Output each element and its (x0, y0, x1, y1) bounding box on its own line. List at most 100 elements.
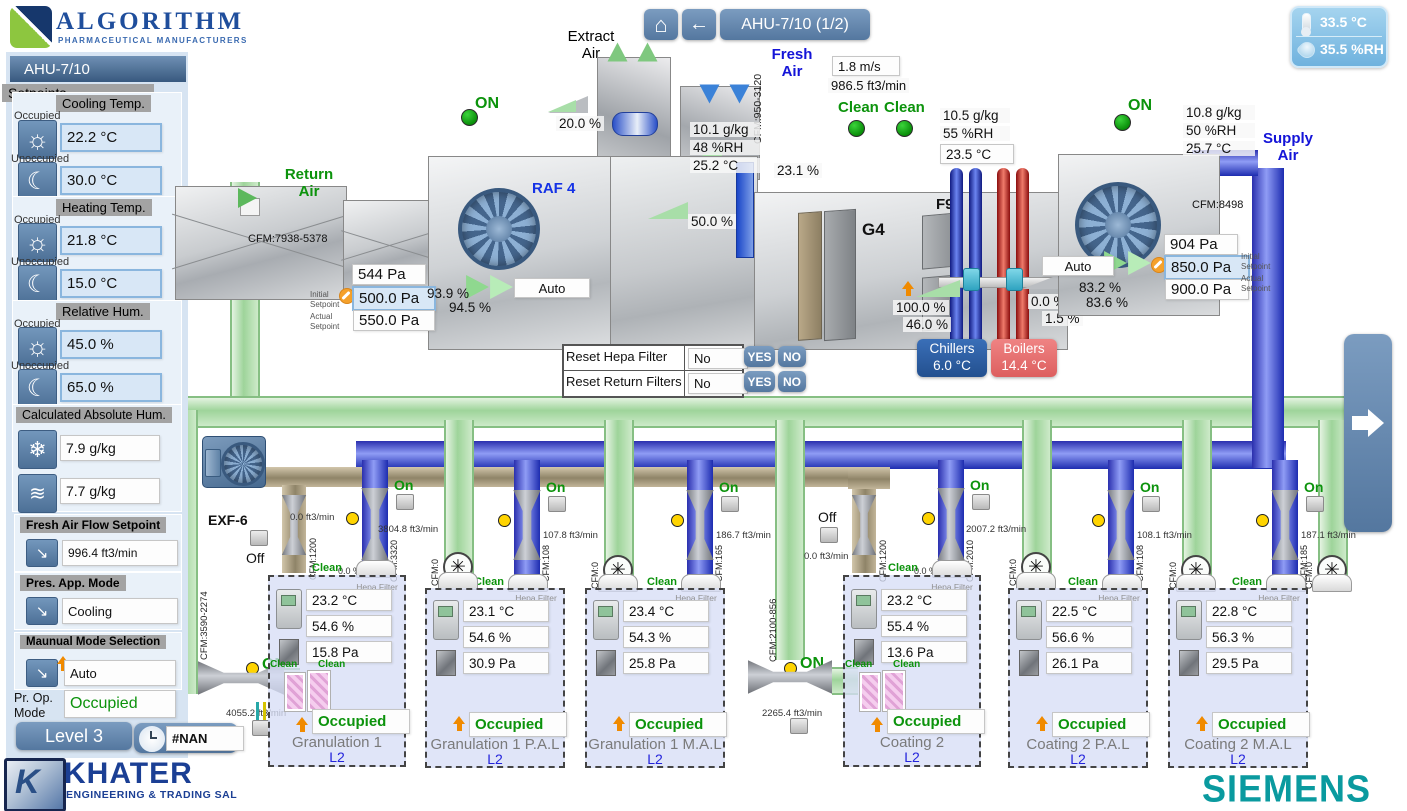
manual-mode-value[interactable]: Auto (64, 660, 176, 686)
khater-logo-icon: K (4, 758, 66, 811)
fresh-air-label: Fresh Air (771, 46, 813, 80)
reset-row-1-label: Reset Hepa Filter (566, 349, 668, 364)
occupancy-arrow-icon (296, 711, 308, 732)
hepa-clean-status: Clean (1068, 576, 1098, 588)
setpoint-icon[interactable]: ↘ (26, 659, 58, 687)
exhaust-main-pipe (258, 467, 890, 487)
zone-occupancy[interactable]: Occupied (629, 712, 727, 737)
chw-pipe (969, 168, 982, 346)
extract-damper-position: 20.0 % (556, 116, 605, 131)
manual-mode-label: Maunual Mode Selection (20, 635, 167, 649)
zone-coating-2: Hepa Filter H14 23.2 °C 55.4 % 13.6 Pa C… (843, 575, 985, 767)
room-thermostat-icon (276, 589, 302, 629)
supply-fan-feedback: 83.6 % (1086, 295, 1129, 310)
zone-temp: 22.5 °C (1046, 600, 1132, 622)
zone1-extract-flow: 0.0 ft3/min (290, 512, 335, 523)
exhaust-fan1-cfm: CFM:3590-2274 (199, 591, 210, 660)
mixing-section (610, 156, 758, 352)
f9-label: F9 (936, 196, 954, 213)
boilers-button[interactable]: Boilers 14.4 °C (991, 339, 1057, 377)
zone-occupancy[interactable]: Occupied (1212, 712, 1310, 737)
next-page-arrow-button[interactable] (1344, 334, 1392, 532)
humidity-unoccupied-setpoint[interactable]: 65.0 % (60, 373, 162, 402)
zone-granulation-1-pal: Hepa Filter H14 23.1 °C 54.6 % 30.9 Pa O… (425, 588, 567, 768)
mixed-rh: 48 %RH (690, 140, 760, 155)
reset-row-1-value[interactable]: No (688, 348, 748, 369)
cooling-unoccupied-setpoint[interactable]: 30.0 °C (60, 166, 162, 195)
fresh-air-setpoint[interactable]: 996.4 ft3/min (62, 540, 178, 566)
return-main-pipe (164, 396, 1350, 428)
zone-occupancy[interactable]: Occupied (469, 712, 567, 737)
zone-name: Coating 2 P.A.L (1026, 736, 1130, 753)
arrow-right-icon (1368, 409, 1398, 437)
heating-unoccupied-setpoint[interactable]: 15.0 °C (60, 269, 162, 298)
zone4-supply-state: On (970, 477, 990, 493)
zone-occupancy[interactable]: Occupied (887, 709, 985, 734)
connector (972, 494, 990, 510)
extract-arrow-icon (607, 42, 628, 62)
zone-occupancy[interactable]: Occupied (312, 709, 410, 734)
supply-pressure-initial-setpoint[interactable]: 850.0 Pa (1164, 255, 1250, 280)
return-fan-mode[interactable]: Auto (514, 278, 590, 298)
connector (250, 530, 268, 546)
green-riser-fan2 (775, 420, 805, 660)
zone3-supply-state: On (719, 479, 739, 495)
cooling-label: Cooling Temp. (56, 95, 151, 112)
filter-clean-status: Clean (893, 659, 921, 670)
zone-level[interactable]: L2 (1230, 751, 1246, 767)
heating-occupied-setpoint[interactable]: 21.8 °C (60, 226, 162, 255)
zone4-extract-state: Off (818, 509, 837, 525)
occupancy-arrow-icon (1036, 710, 1048, 731)
reset-return-no-button[interactable]: NO (778, 371, 806, 392)
exf6-label: EXF-6 (208, 512, 248, 528)
humidity-occupied-setpoint[interactable]: 45.0 % (60, 330, 162, 359)
heating-label: Heating Temp. (56, 199, 152, 216)
pres-mode-value[interactable]: Cooling (62, 598, 178, 624)
zone-level[interactable]: L2 (904, 749, 920, 765)
reset-row-2-value[interactable]: No (688, 373, 748, 394)
override-arrow-icon (57, 650, 69, 671)
zone-level[interactable]: L2 (487, 751, 503, 767)
zone-occupancy[interactable]: Occupied (1052, 712, 1150, 737)
hw-valve-actuator[interactable] (1006, 268, 1023, 291)
return-fan-feedback: 94.5 % (449, 300, 492, 315)
reset-hepa-no-button[interactable]: NO (778, 346, 806, 367)
reset-hepa-yes-button[interactable]: YES (744, 346, 775, 367)
zone-level[interactable]: L2 (329, 749, 345, 765)
level-button[interactable]: Level 3 (16, 722, 132, 750)
chw-valve-position: 100.0 % (893, 300, 949, 315)
chw-valve-actuator[interactable] (963, 268, 980, 291)
cooling-occupied-setpoint[interactable]: 22.2 °C (60, 123, 162, 152)
home-button[interactable]: ⌂ (644, 9, 678, 40)
return-fan-state: ON (475, 95, 499, 112)
zone-level[interactable]: L2 (647, 751, 663, 767)
zone1-supply-damper: 0.0 % (338, 566, 362, 576)
zone-coating-2-mal: Hepa Filter H14 22.8 °C 56.3 % 29.5 Pa O… (1168, 588, 1310, 768)
setpoint-icon[interactable]: ↘ (26, 539, 58, 567)
time-button[interactable]: #NAN (134, 723, 244, 753)
reset-return-yes-button[interactable]: YES (744, 371, 775, 392)
hw-pipe (1016, 168, 1029, 346)
khater-subtitle: ENGINEERING & TRADING SAL (66, 789, 238, 801)
setpoint-icon[interactable]: ↘ (26, 597, 58, 625)
back-button[interactable]: ← (682, 9, 716, 40)
chillers-button[interactable]: Chillers 6.0 °C (917, 339, 987, 377)
prefilter-status-2: Clean (884, 99, 925, 116)
zone1-supply-flow: 3804.8 ft3/min (378, 524, 439, 535)
pressure-sensor-icon (1179, 650, 1199, 676)
g4-filter-slab (798, 211, 822, 341)
supply-fan-state: ON (1128, 97, 1152, 114)
room-filter (284, 672, 306, 712)
supply-fan-mode[interactable]: Auto (1042, 256, 1114, 276)
pr-op-mode-value: Occupied (64, 690, 176, 718)
room-filter (859, 672, 881, 712)
return-fan-speed: 93.9 % (427, 286, 470, 301)
zone-rh: 56.6 % (1046, 626, 1132, 648)
zone-level[interactable]: L2 (1070, 751, 1086, 767)
return-fan-impeller (458, 188, 540, 270)
supply-cfm: CFM:8498 (1192, 199, 1244, 211)
filter-clean-status: Clean (845, 659, 873, 670)
connector (548, 496, 566, 512)
page-title-button[interactable]: AHU-7/10 (1/2) (720, 9, 870, 40)
pressure-sensor-icon (596, 650, 616, 676)
